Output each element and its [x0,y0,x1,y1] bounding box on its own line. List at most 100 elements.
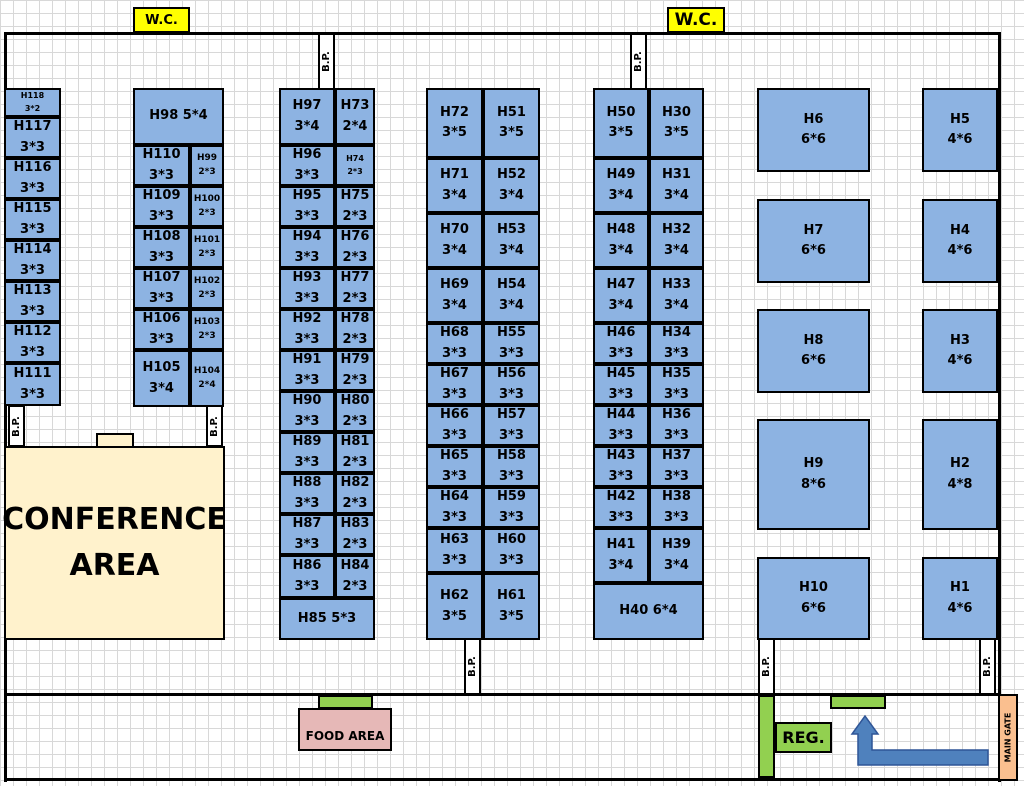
booth-h85[interactable]: H85 5*3 [279,598,375,640]
booth-label: H107 [142,270,181,286]
booth-h98[interactable]: H98 5*4 [133,88,224,145]
booth-h40[interactable]: H40 6*4 [593,583,704,640]
